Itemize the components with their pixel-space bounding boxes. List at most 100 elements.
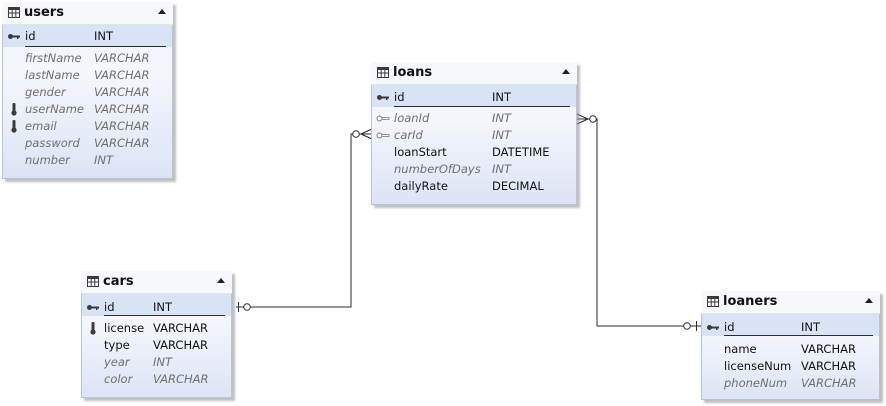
table-icon — [8, 7, 20, 18]
optional-circle-loaners — [683, 322, 691, 330]
unique-index-icon — [11, 120, 17, 133]
column-type: VARCHAR — [153, 338, 208, 352]
column-row-userName[interactable]: userName VARCHAR — [3, 101, 172, 118]
relationship-line-loaners-loans — [577, 118, 702, 327]
column-type: VARCHAR — [94, 136, 150, 150]
column-name: password — [25, 136, 80, 150]
crow-foot-loans-right-lower — [576, 118, 589, 125]
column-name: gender — [25, 85, 66, 99]
column-row-firstName[interactable]: firstName VARCHAR — [3, 50, 172, 67]
crow-foot-loans-left-lower — [360, 133, 373, 140]
column-row-type[interactable]: type VARCHAR — [82, 337, 231, 354]
table-icon — [87, 276, 99, 287]
column-row-dailyRate[interactable]: dailyRate DECIMAL — [372, 178, 576, 195]
column-name: id — [25, 29, 36, 43]
primary-key-icon — [707, 325, 719, 330]
column-name: phoneNum — [724, 376, 788, 390]
column-name: licenseNum — [724, 359, 792, 373]
entity-header: loaners — [701, 291, 880, 314]
primary-key-separator — [104, 315, 225, 316]
column-row-id[interactable]: id INT — [702, 319, 879, 336]
column-type: INT — [153, 355, 173, 369]
optional-circle-loans-left — [352, 130, 360, 138]
column-row-gender[interactable]: gender VARCHAR — [3, 84, 172, 101]
collapse-icon[interactable] — [158, 9, 166, 14]
column-type: INT — [492, 128, 512, 142]
relationship-line-cars-loans — [236, 133, 372, 308]
column-row-loanId[interactable]: loanId INT — [372, 110, 576, 127]
column-name: carId — [394, 128, 423, 142]
column-row-licenseNum[interactable]: licenseNum VARCHAR — [702, 358, 879, 375]
column-row-lastName[interactable]: lastName VARCHAR — [3, 67, 172, 84]
column-type: VARCHAR — [94, 85, 150, 99]
primary-key-band — [3, 25, 172, 47]
foreign-key-icon — [376, 115, 390, 122]
entity-loaners[interactable]: loaners id INT name VARCHAR licenseNum V… — [701, 291, 880, 400]
entity-header: cars — [81, 271, 232, 294]
collapse-icon[interactable] — [865, 298, 873, 303]
entity-header: loans — [371, 62, 577, 85]
primary-key-separator — [394, 106, 570, 107]
entity-title: users — [24, 5, 64, 20]
crow-foot-loans-right-upper — [576, 113, 589, 120]
column-row-phoneNum[interactable]: phoneNum VARCHAR — [702, 375, 879, 392]
column-name: lastName — [25, 68, 80, 82]
column-row-id[interactable]: id INT — [3, 28, 172, 45]
column-row-license[interactable]: license VARCHAR — [82, 320, 231, 337]
column-type: VARCHAR — [801, 359, 856, 373]
relationship-cars-loans[interactable] — [236, 128, 373, 312]
column-row-email[interactable]: email VARCHAR — [3, 118, 172, 135]
column-row-id[interactable]: id INT — [372, 89, 576, 106]
column-name: id — [724, 320, 735, 334]
column-name: year — [104, 355, 130, 369]
unique-index-icon — [90, 322, 96, 335]
column-name: userName — [25, 102, 85, 116]
column-type: INT — [492, 162, 512, 176]
column-row-loanStart[interactable]: loanStart DATETIME — [372, 144, 576, 161]
column-name: color — [104, 372, 133, 386]
column-row-id[interactable]: id INT — [82, 299, 231, 316]
column-type: VARCHAR — [94, 102, 150, 116]
crow-foot-loans-left-upper — [360, 128, 373, 135]
entity-title: cars — [103, 274, 134, 289]
column-name: id — [104, 300, 115, 314]
entity-title: loans — [393, 65, 433, 80]
collapse-icon[interactable] — [562, 69, 570, 74]
primary-key-band — [82, 294, 231, 316]
column-type: VARCHAR — [801, 342, 856, 356]
entity-loans[interactable]: loans id INT loanId INT — [371, 62, 577, 205]
optional-circle-loans-right — [589, 115, 597, 123]
entity-cars[interactable]: cars id INT license VARCHAR type VARCHAR — [81, 271, 232, 398]
column-type: INT — [492, 111, 512, 125]
column-row-color[interactable]: color VARCHAR — [82, 371, 231, 388]
entity-users[interactable]: users id INT firstName VARCHAR lastName … — [2, 2, 173, 179]
column-name: numberOfDays — [394, 162, 481, 176]
column-type: INT — [94, 153, 114, 167]
column-name: loanStart — [394, 145, 447, 159]
column-name: dailyRate — [394, 179, 448, 193]
column-name: email — [25, 119, 57, 133]
table-icon — [707, 296, 719, 307]
unique-index-icon — [11, 103, 17, 116]
column-name: name — [724, 342, 757, 356]
column-row-number[interactable]: number INT — [3, 152, 172, 169]
column-type: VARCHAR — [153, 321, 208, 335]
collapse-icon[interactable] — [217, 278, 225, 283]
entity-title: loaners — [723, 294, 778, 309]
column-row-year[interactable]: year INT — [82, 354, 231, 371]
column-name: number — [25, 153, 70, 167]
column-type: VARCHAR — [94, 51, 150, 65]
column-row-name[interactable]: name VARCHAR — [702, 341, 879, 358]
column-type: INT — [94, 29, 114, 43]
column-type: VARCHAR — [94, 68, 150, 82]
primary-key-icon — [8, 34, 20, 39]
column-type: VARCHAR — [801, 376, 857, 390]
primary-key-band — [372, 85, 576, 107]
relationship-loaners-loans[interactable] — [576, 113, 702, 331]
column-row-numberOfDays[interactable]: numberOfDays INT — [372, 161, 576, 178]
column-row-carId[interactable]: carId INT — [372, 127, 576, 144]
column-row-password[interactable]: password VARCHAR — [3, 135, 172, 152]
primary-key-separator — [25, 46, 166, 47]
primary-key-icon — [377, 95, 389, 100]
